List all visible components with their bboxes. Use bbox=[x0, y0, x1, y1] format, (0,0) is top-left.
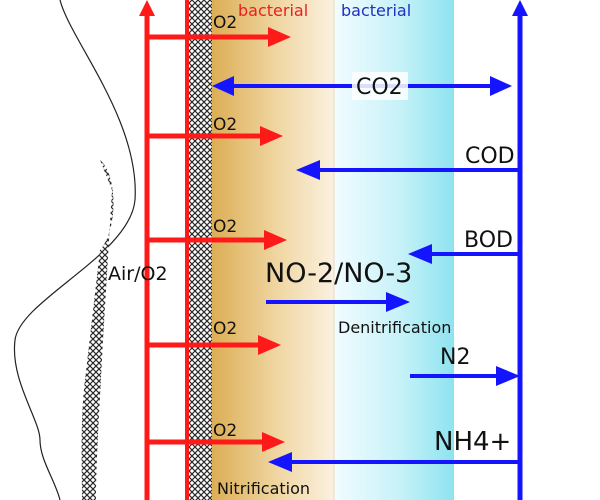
substrate-supply-arrowhead bbox=[512, 0, 528, 16]
o2-label-1: O2 bbox=[213, 13, 237, 33]
o2-label-4: O2 bbox=[213, 319, 237, 339]
bod-label: BOD bbox=[464, 228, 513, 253]
n2-label: N2 bbox=[440, 345, 470, 370]
concentration-profile-curve bbox=[13, 0, 136, 500]
nh4-label: NH4+ bbox=[434, 427, 511, 457]
bacterial-label-left: bacterial bbox=[238, 1, 308, 20]
co2-label-backing bbox=[352, 72, 408, 100]
membrane-wall bbox=[188, 0, 212, 500]
concentration-profile-hatch bbox=[81, 160, 114, 500]
nitrate-label: NO-2/NO-3 bbox=[265, 258, 412, 289]
co2-label: CO2 bbox=[356, 75, 403, 100]
o2-label-3: O2 bbox=[213, 217, 237, 237]
denitrification-label: Denitrification bbox=[338, 318, 451, 337]
nitrification-label: Nitrification bbox=[217, 479, 310, 498]
air-o2-label: Air/O2 bbox=[108, 263, 168, 285]
oxygen-arrows bbox=[147, 27, 291, 452]
o2-label-2: O2 bbox=[213, 115, 237, 135]
cod-label: COD bbox=[465, 144, 515, 169]
air-supply-arrowhead-left bbox=[139, 0, 155, 16]
bacterial-label-right: bacterial bbox=[341, 1, 411, 20]
o2-label-5: O2 bbox=[213, 421, 237, 441]
